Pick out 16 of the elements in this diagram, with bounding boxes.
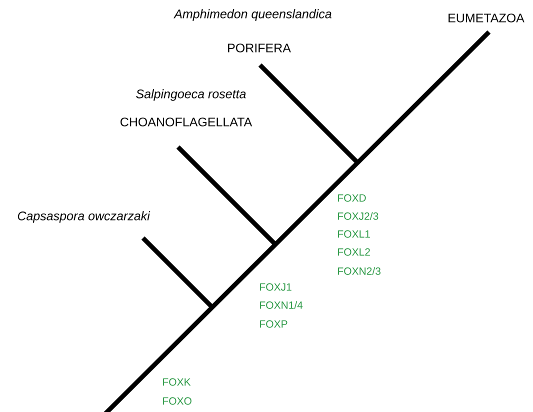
gene-name: FOXN1/4 (260, 301, 303, 309)
species-name: Amphimedon queenslandica (174, 9, 332, 21)
clade-name: CHOANOFLAGELLATA (120, 118, 252, 126)
gene-name: FOXL1 (338, 230, 370, 238)
gene-name: FOXN2/3 (338, 267, 380, 275)
gene-name: FOXJ2/3 (338, 212, 378, 220)
gene-name: FOXO (163, 397, 192, 405)
species-name: Salpingoeca rosetta (136, 89, 246, 101)
gene-name: FOXK (163, 378, 191, 386)
species-name: Capsaspora owczarzaki (18, 211, 150, 223)
gene-name: FOXJ1 (260, 283, 292, 291)
clade-name: EUMETAZOA (448, 14, 524, 22)
gene-name: FOXL2 (338, 248, 370, 256)
clade-name: PORIFERA (228, 44, 291, 52)
gene-name: FOXP (260, 320, 288, 328)
gene-name: FOXD (338, 194, 366, 202)
